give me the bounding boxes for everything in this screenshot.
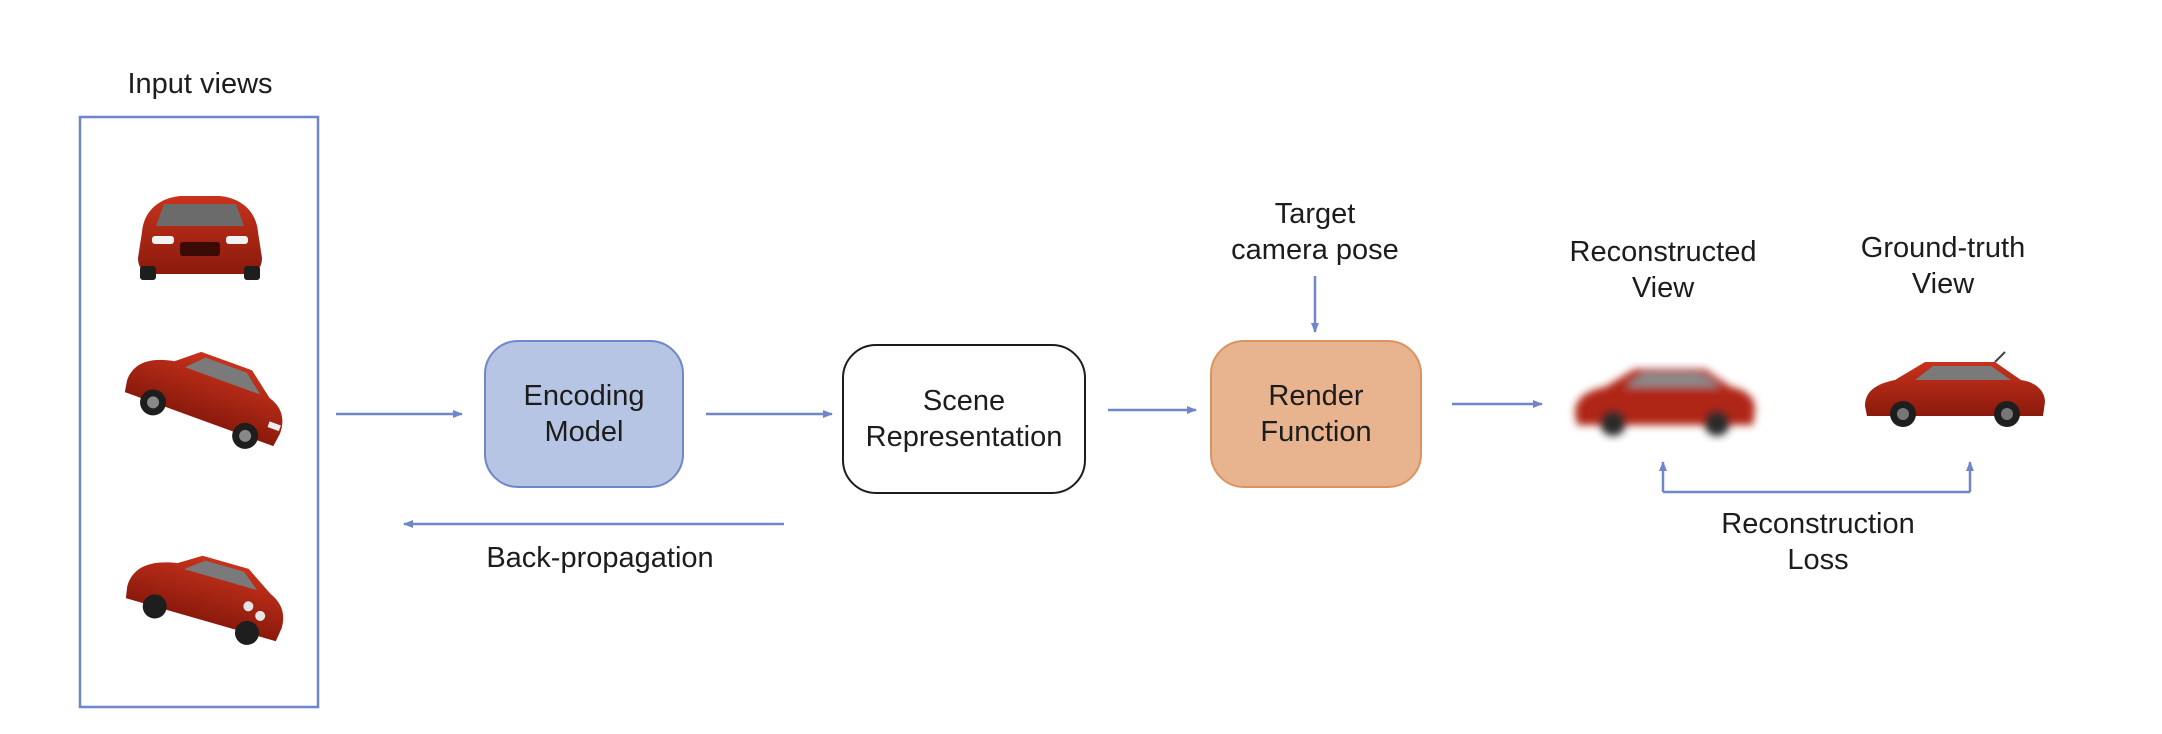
target-camera-pose-line1: Target — [1274, 198, 1356, 230]
reconstruction-loss-line1: Reconstruction — [1721, 508, 1915, 540]
reconstructed-view-line1: Reconstructed — [1569, 236, 1757, 268]
input-car-angled-image — [124, 351, 283, 449]
input-car-rear-image — [125, 555, 284, 645]
input-car-front-image — [138, 196, 262, 280]
render-function-box: Render Function — [1210, 340, 1422, 488]
input-views-label: Input views — [127, 68, 273, 100]
reconstructed-view-label: Reconstructed View — [1563, 234, 1763, 306]
ground-truth-view-label: Ground-truth View — [1843, 230, 2043, 302]
reconstruction-loss-label: Reconstruction Loss — [1713, 506, 1923, 578]
reconstruction-loss-line2: Loss — [1787, 544, 1849, 576]
scene-representation-label-line2: Representation — [865, 421, 1063, 453]
input-views-frame — [78, 115, 320, 709]
scene-representation-box: Scene Representation — [842, 344, 1086, 494]
encoding-model-label-line1: Encoding — [523, 380, 645, 412]
target-camera-pose-line2: camera pose — [1231, 234, 1399, 266]
ground-truth-view-line1: Ground-truth — [1860, 232, 2026, 264]
encoding-model-label-line2: Model — [544, 416, 624, 448]
target-camera-pose-label: Target camera pose — [1215, 196, 1415, 268]
scene-representation-label-line1: Scene — [922, 385, 1006, 417]
encoding-model-box: Encoding Model — [484, 340, 684, 488]
back-propagation-label: Back-propagation — [486, 542, 714, 574]
ground-truth-view-line2: View — [1911, 268, 1975, 300]
render-function-label-line1: Render — [1268, 380, 1364, 412]
reconstructed-view-line2: View — [1631, 272, 1695, 304]
render-function-label-line2: Function — [1260, 416, 1372, 448]
ground-truth-car-image — [1865, 351, 2045, 427]
reconstructed-car-image — [1575, 369, 1755, 436]
